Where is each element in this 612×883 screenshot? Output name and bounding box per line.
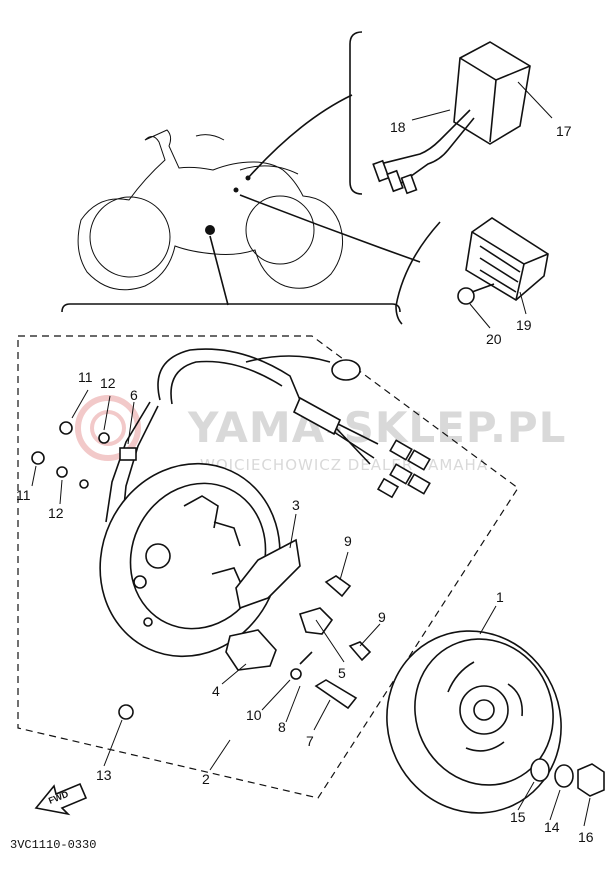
callout-14: 14 — [544, 819, 560, 835]
watermark-brand: YAMA-SKLEP.PL — [187, 403, 566, 452]
leader-20 — [469, 303, 491, 329]
leader-lines — [31, 389, 591, 827]
callout-5: 5 — [338, 665, 346, 681]
callout-17: 17 — [556, 123, 572, 139]
washer-15 — [530, 758, 550, 782]
lock-washer-14 — [554, 764, 574, 788]
cdi-unit — [372, 41, 531, 195]
hardware-parts — [31, 421, 372, 720]
callout-8: 8 — [278, 719, 286, 735]
source-coil — [235, 538, 301, 610]
mount-point-dot — [205, 225, 215, 235]
callout-13: 13 — [96, 767, 112, 783]
pointer-line-generator — [209, 235, 229, 306]
callout-12b: 12 — [48, 505, 64, 521]
watermark-logo — [75, 395, 141, 461]
mount-point-dot-small — [233, 187, 239, 193]
leader-18 — [411, 109, 451, 121]
callout-20: 20 — [486, 331, 502, 347]
callout-19: 19 — [516, 317, 532, 333]
callout-10: 10 — [246, 707, 262, 723]
leader-17 — [517, 81, 553, 119]
watermark-subtitle: WOJCIECHOWICZ DEALER YAMAHA — [200, 456, 488, 474]
callout-15: 15 — [510, 809, 526, 825]
callout-7: 7 — [306, 733, 314, 749]
callout-6: 6 — [130, 387, 138, 403]
rectifier-unit — [457, 217, 549, 305]
fwd-arrow-icon — [34, 782, 88, 816]
callout-18: 18 — [390, 119, 406, 135]
callout-9a: 9 — [344, 533, 352, 549]
callout-3: 3 — [292, 497, 300, 513]
callout-2: 2 — [202, 771, 210, 787]
callout-4: 4 — [212, 683, 220, 699]
leader-19 — [519, 291, 527, 315]
wire-harness — [105, 348, 431, 527]
coil-bracket — [298, 607, 334, 635]
motorcycle-outline — [77, 129, 344, 291]
callout-11b: 11 — [16, 487, 31, 503]
callout-9b: 9 — [378, 609, 386, 625]
bracket-cdi — [349, 31, 363, 195]
callout-11a: 11 — [78, 369, 93, 385]
callout-1: 1 — [496, 589, 504, 605]
nut-16 — [577, 763, 605, 797]
bracket-generator — [61, 303, 401, 313]
flywheel-rotor — [386, 630, 562, 814]
diagram-code: 3VC1110-0330 — [10, 838, 96, 852]
stator-plate — [99, 462, 281, 658]
callout-16: 16 — [578, 829, 594, 845]
pickup-coil — [225, 629, 277, 671]
bracket-rectifier — [395, 221, 441, 325]
pointer-line-rectifier — [239, 194, 421, 263]
stator-assembly-boundary — [17, 335, 519, 799]
callout-12a: 12 — [100, 375, 116, 391]
pointer-line-cdi — [247, 94, 353, 179]
